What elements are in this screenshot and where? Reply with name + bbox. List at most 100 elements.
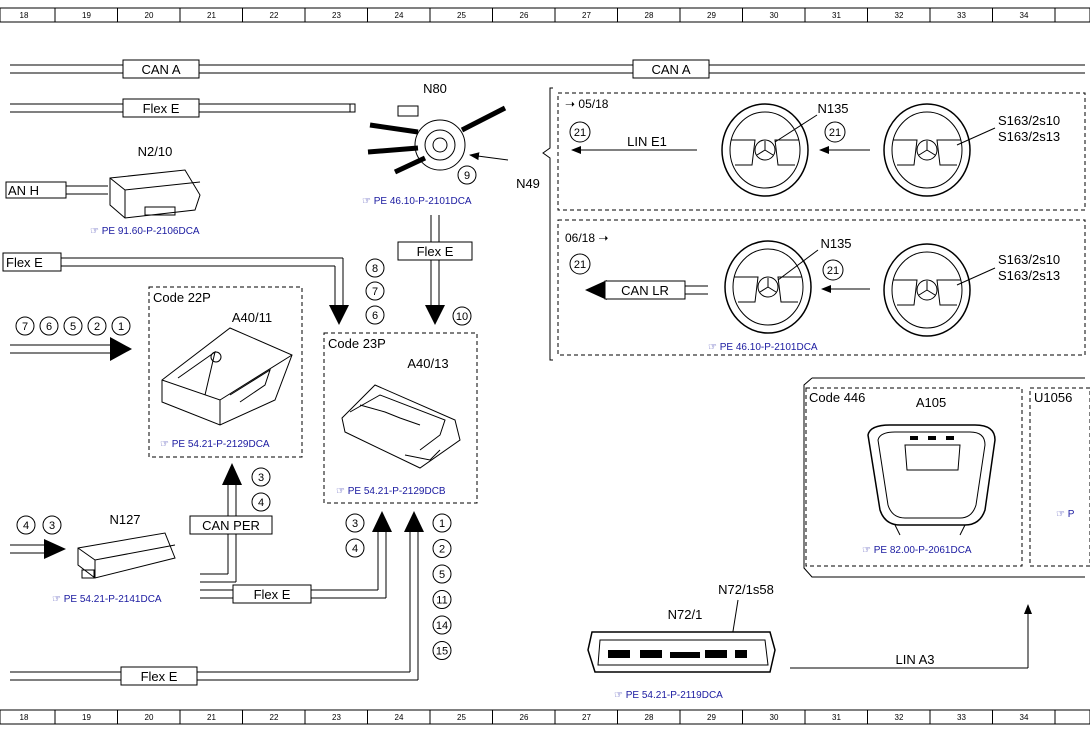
ruler-label: 26 — [520, 11, 529, 20]
ruler-label: 18 — [20, 11, 29, 20]
a105-ref[interactable]: ☞ PE 82.00-P-2061DCA — [862, 545, 972, 556]
ruler-label: 21 — [207, 713, 216, 722]
flex-e-n80-arrow: Flex E 10 — [397, 215, 473, 326]
a40-13-label: A40/13 — [407, 356, 448, 371]
circle-21-t2: 21 — [829, 127, 841, 139]
n49-label: N49 — [516, 176, 540, 191]
circle-left-2: 2 — [94, 321, 100, 333]
can-a-label-2: CAN A — [651, 62, 690, 77]
s163-2s10-bot-label: S163/2s10 — [998, 252, 1060, 267]
lin-a3-label: LIN A3 — [895, 652, 934, 667]
ruler-label: 33 — [957, 713, 966, 722]
circle-col-14-ring — [432, 615, 452, 635]
can-h-label: AN H — [8, 183, 39, 198]
ruler-label: 19 — [82, 713, 91, 722]
steering-wheel-section: ➝ 05/18 21 LIN E1 N135 21 S163/2s10 — [542, 87, 1086, 361]
circle-col-2: 2 — [439, 544, 445, 556]
steering-wheel-s163-bot — [883, 243, 996, 337]
n72-1-module: N72/1 N72/1s58 ☞ PE 54.21-P-2119DCA — [587, 582, 776, 701]
ruler-label: 20 — [145, 11, 154, 20]
n80-ref[interactable]: ☞ PE 46.10-P-2101DCA — [362, 196, 472, 207]
ruler-label: 29 — [707, 11, 716, 20]
ruler-label: 19 — [82, 11, 91, 20]
circle-left-6: 6 — [46, 321, 52, 333]
circle-col-11-ring — [432, 590, 452, 609]
ruler-label: 34 — [1020, 11, 1029, 20]
flex-e-label-5: Flex E — [141, 669, 178, 684]
a105-overhead-unit — [867, 424, 996, 536]
circle-10: 10 — [456, 311, 468, 323]
circle-21-t1: 21 — [574, 127, 586, 139]
n135-bot-label: N135 — [820, 236, 851, 251]
circle-left-5: 5 — [70, 321, 76, 333]
flex-e-label-4: Flex E — [254, 587, 291, 602]
ruler-label: 32 — [895, 11, 904, 20]
circle-left-2-ring — [87, 316, 107, 336]
circle-left-7-ring — [15, 316, 35, 336]
can-per-arrow: CAN PER 3 4 — [189, 463, 273, 583]
steering-wheel-n135-top — [721, 103, 818, 197]
n72-1-ref[interactable]: ☞ PE 54.21-P-2119DCA — [614, 690, 723, 701]
circle-col-11: 11 — [436, 595, 447, 607]
code-23p-label: Code 23P — [328, 336, 386, 351]
ruler-label: 23 — [332, 713, 341, 722]
circle-n127-3: 3 — [49, 520, 55, 532]
ruler-label: 25 — [457, 11, 466, 20]
n135-top-label: N135 — [817, 101, 848, 116]
circle-col-15: 15 — [436, 646, 448, 658]
ruler-label: 33 — [957, 11, 966, 20]
ruler-label: 30 — [770, 713, 779, 722]
date-bot-label: 06/18 ➝ — [565, 231, 608, 245]
code-23p-box: Code 23P A40/13 ☞ PE 54.21-P-2129DCB — [323, 332, 478, 504]
circle-col-15-ring — [432, 641, 452, 660]
circle-n127-3-ring — [42, 515, 62, 535]
circle-col-1-ring — [432, 513, 452, 533]
circle-col-5: 5 — [439, 569, 445, 581]
ruler-label: 24 — [395, 713, 404, 722]
circle-8: 8 — [372, 263, 378, 275]
n127-ref[interactable]: ☞ PE 54.21-P-2141DCA — [52, 594, 162, 605]
ruler-label: 18 — [20, 713, 29, 722]
flex-e-bus-top: Flex E — [10, 98, 356, 118]
circle-n127-4: 4 — [23, 520, 29, 532]
n72-1s58-label: N72/1s58 — [718, 582, 774, 597]
circle-n127-4-ring — [16, 515, 36, 535]
code-22p-label: Code 22P — [153, 290, 211, 305]
circle-6: 6 — [372, 310, 378, 322]
circle-4-flex: 4 — [352, 543, 358, 555]
ruler-label: 23 — [332, 11, 341, 20]
circle-left-1: 1 — [118, 321, 124, 333]
ruler-label: 27 — [582, 713, 591, 722]
n135-bot-ref[interactable]: ☞ PE 46.10-P-2101DCA — [708, 342, 818, 353]
n2-10-module: N2/10 AN H ☞ PE 91.60-P-2106DCA — [5, 144, 201, 237]
ruler-label: 31 — [832, 11, 841, 20]
ruler-label: 32 — [895, 713, 904, 722]
circle-21-b1: 21 — [574, 259, 586, 271]
circle-col-2-ring — [432, 539, 452, 558]
a40-13-ref[interactable]: ☞ PE 54.21-P-2129DCB — [336, 486, 446, 497]
circle-3-flex: 3 — [352, 518, 358, 530]
u1056-ref[interactable]: ☞ P — [1056, 509, 1075, 520]
n72-1-label: N72/1 — [668, 607, 703, 622]
can-a-label-1: CAN A — [141, 62, 180, 77]
circle-9: 9 — [464, 170, 470, 182]
s163-2s10-top-label: S163/2s10 — [998, 113, 1060, 128]
circle-left-7: 7 — [22, 321, 28, 333]
n80-steering-column-module: N80 N49 9 ☞ PE 46.10-P-2101DCA — [362, 81, 540, 207]
a40-11-ref[interactable]: ☞ PE 54.21-P-2129DCA — [160, 439, 270, 450]
flex-e-left-arrow: Flex E 8 7 6 — [2, 252, 385, 325]
flex-e-label-2: Flex E — [417, 244, 454, 259]
can-lr-label: CAN LR — [621, 283, 669, 298]
code-22p-box: Code 22P A40/11 ☞ PE 54.21-P-2129DCA — [148, 286, 303, 458]
circle-left-5-ring — [63, 316, 83, 336]
n2-10-ref[interactable]: ☞ PE 91.60-P-2106DCA — [90, 226, 200, 237]
s163-2s13-top-label: S163/2s13 — [998, 129, 1060, 144]
date-top-label: ➝ 05/18 — [565, 97, 609, 111]
s163-2s13-bot-label: S163/2s13 — [998, 268, 1060, 283]
ruler-label: 21 — [207, 11, 216, 20]
ruler-label: 34 — [1020, 713, 1029, 722]
